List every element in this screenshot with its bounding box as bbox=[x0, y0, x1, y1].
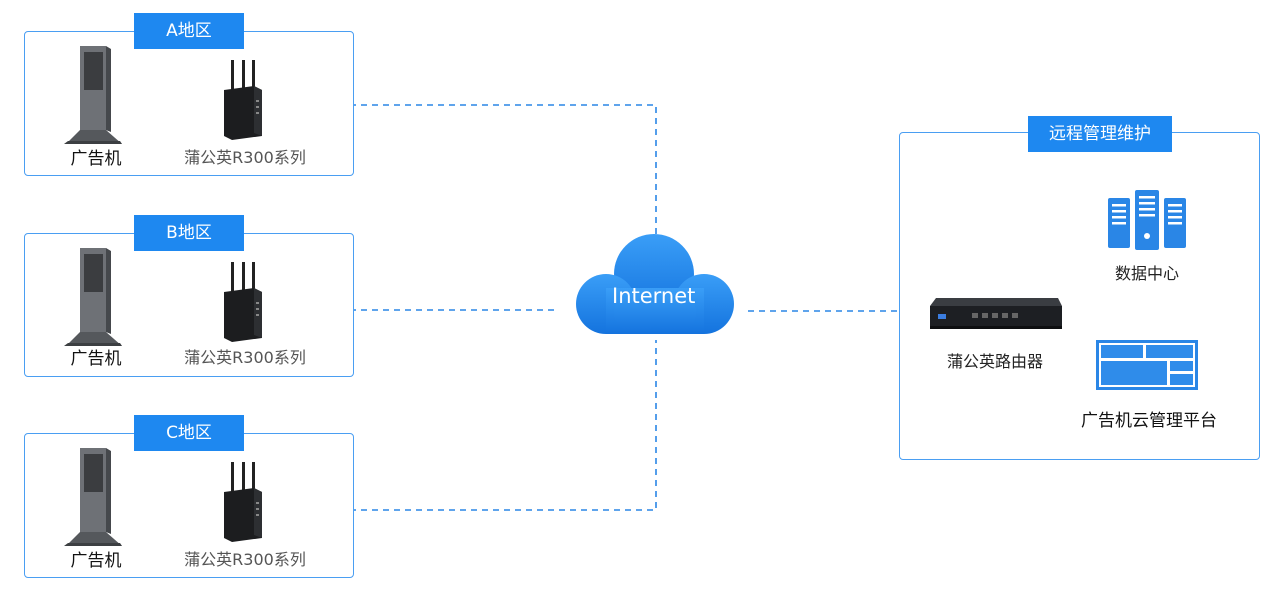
router-label: 蒲公英R300系列 bbox=[184, 348, 306, 367]
kiosk-icon bbox=[64, 46, 122, 144]
kiosk-icon bbox=[64, 248, 122, 346]
kiosk-icon bbox=[64, 448, 122, 546]
region-a-box bbox=[24, 31, 354, 176]
server-icon bbox=[1108, 190, 1186, 250]
region-c-tag: C地区 bbox=[134, 415, 244, 451]
wifi-router-icon bbox=[224, 262, 262, 342]
router-label: 蒲公英R300系列 bbox=[184, 148, 306, 167]
remote-management-tag: 远程管理维护 bbox=[1028, 116, 1172, 152]
network-router-icon bbox=[930, 298, 1062, 329]
platform-label: 广告机云管理平台 bbox=[1081, 411, 1217, 431]
kiosk-label: 广告机 bbox=[70, 149, 122, 169]
internet-label: Internet bbox=[612, 284, 696, 308]
wifi-router-icon bbox=[224, 60, 262, 140]
kiosk-label: 广告机 bbox=[70, 551, 122, 571]
datacenter-label: 数据中心 bbox=[1114, 264, 1179, 283]
cloud-icon bbox=[576, 234, 734, 334]
kiosk-label: 广告机 bbox=[70, 349, 122, 369]
region-a-tag: A地区 bbox=[134, 13, 244, 49]
region-b-tag: B地区 bbox=[134, 215, 244, 251]
remote-management-box bbox=[899, 132, 1260, 460]
wifi-router-icon bbox=[224, 462, 262, 542]
router-label: 蒲公英路由器 bbox=[946, 352, 1043, 371]
router-label: 蒲公英R300系列 bbox=[184, 550, 306, 569]
platform-icon bbox=[1096, 340, 1198, 390]
